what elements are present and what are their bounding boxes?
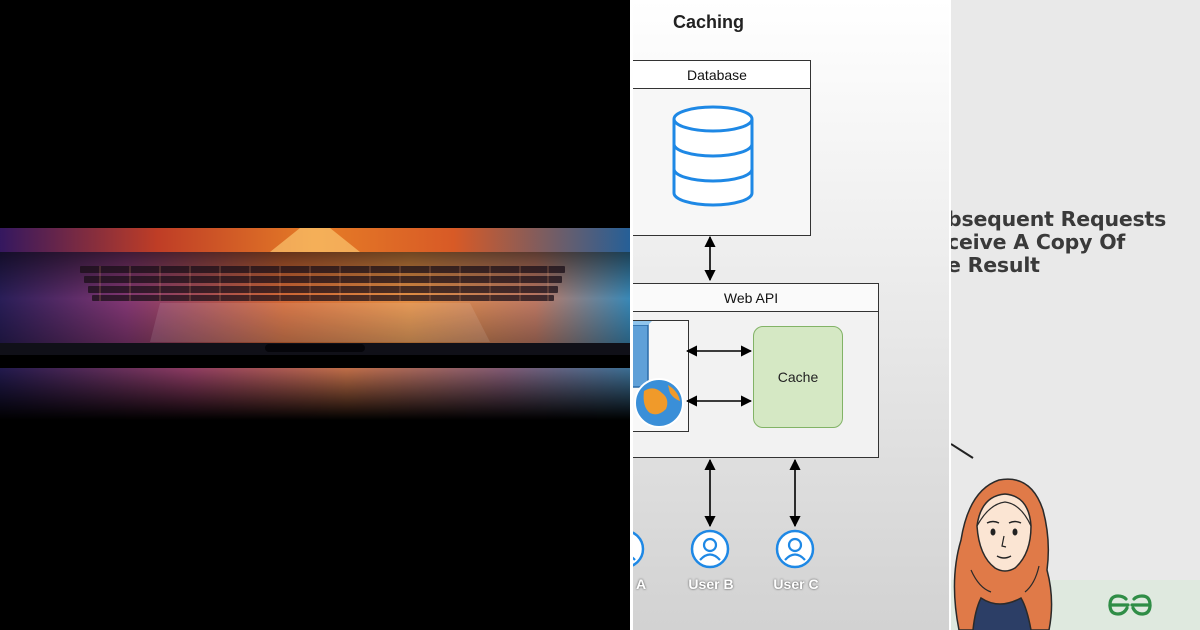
caption-text: bsequent Requests ceive A Copy Of e Resu…	[951, 208, 1166, 277]
panel-divider	[630, 0, 633, 630]
caching-diagram: Caching Database Web API Cache	[633, 0, 949, 630]
user-b-icon	[690, 529, 730, 569]
caption-line: e Result	[951, 253, 1040, 277]
gfg-logo-icon	[1108, 594, 1152, 616]
user-b-label: User B	[688, 576, 734, 592]
cache-box: Cache	[753, 326, 843, 428]
caption-line: ceive A Copy Of	[951, 230, 1126, 254]
web-api-label: Web API	[633, 284, 878, 312]
pointer-line	[951, 443, 974, 459]
database-label: Database	[633, 61, 810, 89]
illustration-panel: bsequent Requests ceive A Copy Of e Resu…	[951, 0, 1200, 630]
web-server-icon	[633, 319, 684, 428]
server-box	[633, 319, 689, 432]
database-icon	[672, 105, 754, 207]
user-a-icon	[633, 531, 645, 567]
database-box: Database	[633, 60, 811, 236]
laptop-photo	[0, 0, 630, 630]
diagram-connectors	[633, 235, 815, 569]
laptop-image	[0, 228, 630, 420]
caption-line: bsequent Requests	[951, 207, 1167, 231]
diagram-title: Caching	[673, 12, 745, 32]
user-c-icon	[775, 529, 815, 569]
woman-avatar	[953, 478, 1053, 630]
user-c-label: User C	[773, 576, 819, 592]
panel-divider	[949, 0, 951, 630]
user-a-label: A	[635, 576, 647, 592]
